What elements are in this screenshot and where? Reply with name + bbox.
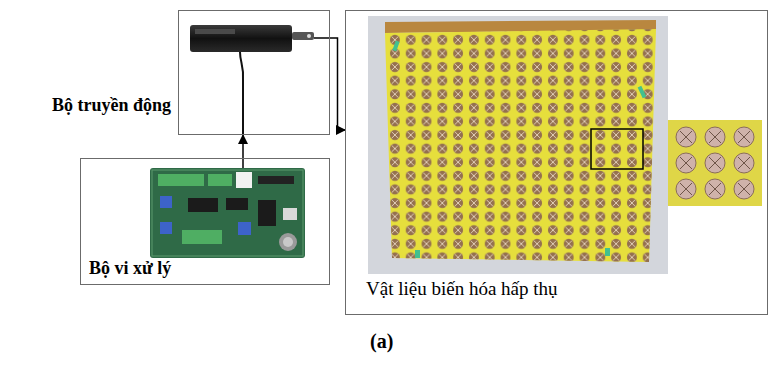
arrow-connector — [242, 135, 244, 158]
node-label: Vật liệu biến hóa hấp thụ — [366, 278, 558, 300]
figure-caption: (a) — [370, 330, 393, 353]
processor-box: Bộ vi xử lý — [80, 158, 330, 285]
actuator-photo — [190, 25, 330, 135]
node-label: Bộ vi xử lý — [89, 258, 171, 279]
arrow-connector — [330, 38, 345, 130]
node-label: Bộ truyền động — [52, 95, 171, 116]
actuator-box: Bộ truyền động — [178, 10, 330, 135]
absorber-box: Vật liệu biến hóa hấp thụ — [345, 10, 768, 315]
microcontroller-board — [150, 158, 305, 258]
zoom-inset — [668, 120, 762, 206]
metamaterial-panel-photo — [368, 16, 668, 274]
